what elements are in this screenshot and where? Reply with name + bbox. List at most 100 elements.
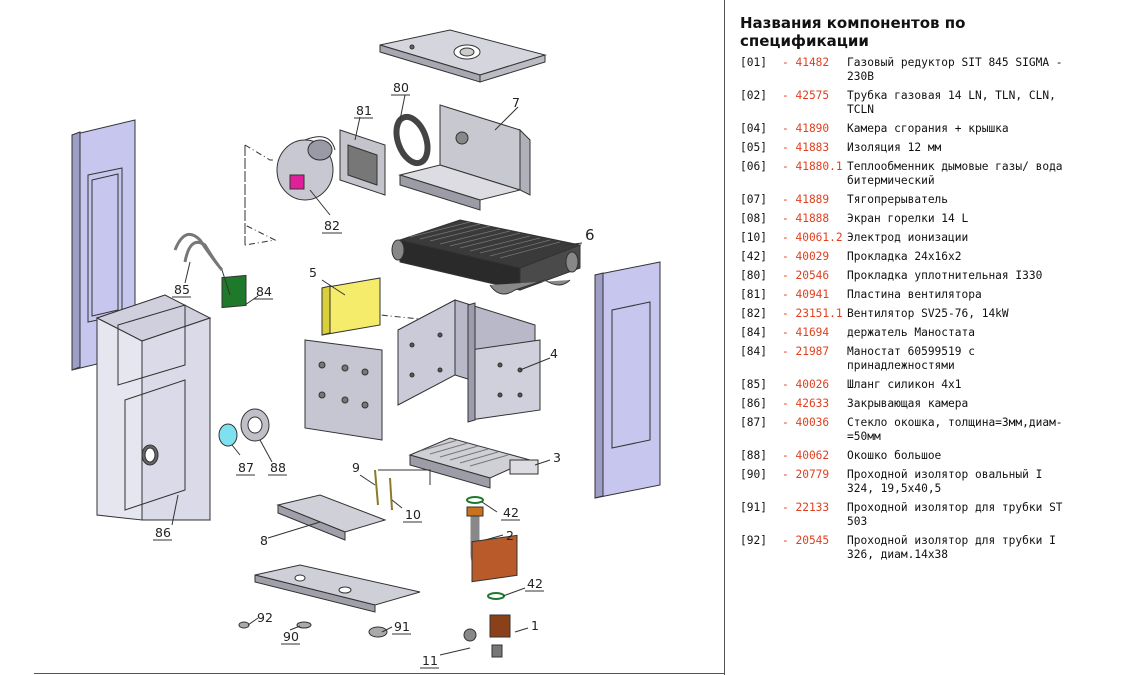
callout-80: 80 bbox=[393, 80, 409, 95]
spec-index: [84] bbox=[740, 345, 767, 358]
spec-row: [87] - 40036 Стекло окошка, толщина=3мм,ди… bbox=[740, 416, 1069, 449]
spec-index: [02] bbox=[740, 89, 767, 102]
spec-index: [01] bbox=[740, 56, 767, 69]
callout-11: 11 bbox=[422, 653, 438, 668]
spec-index: [82] bbox=[740, 307, 767, 320]
spec-code: - 20545 bbox=[782, 534, 830, 547]
spec-name: Окошко большое bbox=[847, 449, 942, 462]
spec-name: Экран горелки 14 L bbox=[847, 212, 969, 225]
spec-panel: Названия компонентов по спецификации [01… bbox=[740, 14, 1120, 567]
spec-index: [91] bbox=[740, 501, 767, 514]
top-cover bbox=[379, 29, 547, 83]
callout-8: 8 bbox=[260, 533, 268, 548]
spec-code: - 20546 bbox=[782, 269, 830, 282]
divider-horizontal bbox=[34, 673, 725, 674]
manostat bbox=[221, 269, 247, 309]
spec-name: Прокладка уплотнительная I330 bbox=[847, 269, 1043, 282]
spec-index: [85] bbox=[740, 378, 767, 391]
spec-code: - 40036 bbox=[782, 416, 830, 429]
spec-index: [80] bbox=[740, 269, 767, 282]
spec-index: [92] bbox=[740, 534, 767, 547]
spec-code: - 41482 bbox=[782, 56, 830, 69]
spec-row: [82] - 23151.1 Вентилятор SV25-76, 14kW bbox=[740, 307, 1069, 326]
callout-86: 86 bbox=[155, 525, 171, 540]
spec-name: Маностат 60599519 с принадлежностями bbox=[847, 345, 975, 372]
callout-6: 6 bbox=[585, 226, 595, 244]
callout-42-upper: 42 bbox=[503, 505, 519, 520]
callout-3: 3 bbox=[553, 450, 561, 465]
spec-code: - 41694 bbox=[782, 326, 830, 339]
spec-index: [90] bbox=[740, 468, 767, 481]
spec-row: [81] - 40941 Пластина вентилятора bbox=[740, 288, 1069, 307]
spec-name: Проходной изолятор для трубки ST 503 bbox=[847, 501, 1063, 528]
spec-index: [81] bbox=[740, 288, 767, 301]
spec-index: [06] bbox=[740, 160, 767, 173]
draft-hood bbox=[398, 104, 531, 211]
burner-shield bbox=[276, 494, 387, 541]
spec-row: [84] - 21987 Маностат 60599519 с принадлеж… bbox=[740, 345, 1069, 378]
callout-82: 82 bbox=[324, 218, 340, 233]
callout-5: 5 bbox=[309, 265, 317, 280]
fan-plate bbox=[339, 129, 386, 196]
spec-code: - 40062 bbox=[782, 449, 830, 462]
spec-index: [08] bbox=[740, 212, 767, 225]
spec-name: Изоляция 12 мм bbox=[847, 141, 942, 154]
spec-code: - 40061.2 bbox=[782, 231, 843, 244]
spec-index: [84] bbox=[740, 326, 767, 339]
spec-row: [06] - 41880.1 Теплообменник дымовые газы/… bbox=[740, 160, 1069, 193]
spec-name: Стекло окошка, толщина=3мм,диам-=50мм bbox=[847, 416, 1063, 443]
spec-name: Вентилятор SV25-76, 14kW bbox=[847, 307, 1009, 320]
spec-index: [05] bbox=[740, 141, 767, 154]
spec-code: - 40026 bbox=[782, 378, 830, 391]
spec-name: Теплообменник дымовые газы/ вода битерми… bbox=[847, 160, 1063, 187]
window-ring bbox=[240, 408, 270, 442]
spec-index: [42] bbox=[740, 250, 767, 263]
spec-code: - 41880.1 bbox=[782, 160, 843, 173]
divider-vertical bbox=[724, 0, 725, 675]
callout-81: 81 bbox=[356, 103, 372, 118]
bottom-plate bbox=[254, 564, 421, 613]
fan-assembly bbox=[276, 136, 336, 201]
callout-4: 4 bbox=[550, 346, 558, 361]
callout-92: 92 bbox=[257, 610, 273, 625]
spec-code: - 23151.1 bbox=[782, 307, 843, 320]
spec-row: [91] - 22133 Проходной изолятор для трубки… bbox=[740, 501, 1069, 534]
callout-88: 88 bbox=[270, 460, 286, 475]
exploded-parts-diagram: 80 81 7 6 5 4 3 82 84 85 87 88 86 8 9 10… bbox=[71, 29, 661, 669]
burner bbox=[408, 437, 539, 489]
spec-code: - 21987 bbox=[782, 345, 830, 358]
spec-name: Электрод ионизации bbox=[847, 231, 969, 244]
insulation-panel bbox=[321, 277, 381, 336]
spec-name: Трубка газовая 14 LN, TLN, CLN, TCLN bbox=[847, 89, 1056, 116]
callout-91: 91 bbox=[394, 619, 410, 634]
callout-2: 2 bbox=[506, 528, 514, 543]
spec-code: - 42575 bbox=[782, 89, 830, 102]
callout-84: 84 bbox=[256, 284, 272, 299]
callout-42-lower: 42 bbox=[527, 576, 543, 591]
callout-9: 9 bbox=[352, 460, 360, 475]
combustion-chamber bbox=[397, 299, 541, 423]
spec-row: [80] - 20546 Прокладка уплотнительная I330 bbox=[740, 269, 1069, 288]
spec-name: Шланг силикон 4х1 bbox=[847, 378, 962, 391]
spec-name: Закрывающая камера bbox=[847, 397, 969, 410]
grommets bbox=[238, 621, 388, 638]
spec-code: - 22133 bbox=[782, 501, 830, 514]
gasket-ring bbox=[393, 113, 431, 167]
spec-row: [02] - 42575 Трубка газовая 14 LN, TLN, CL… bbox=[740, 89, 1069, 122]
spec-index: [87] bbox=[740, 416, 767, 429]
spec-name: Проходной изолятор овальный I 324, 19,5х… bbox=[847, 468, 1043, 495]
spec-code: - 41888 bbox=[782, 212, 830, 225]
spec-index: [07] bbox=[740, 193, 767, 206]
silicone-hose bbox=[173, 232, 224, 271]
spec-name: Пластина вентилятора bbox=[847, 288, 982, 301]
spec-code: - 40941 bbox=[782, 288, 830, 301]
heat-exchanger bbox=[391, 219, 582, 295]
front-door bbox=[95, 294, 212, 521]
